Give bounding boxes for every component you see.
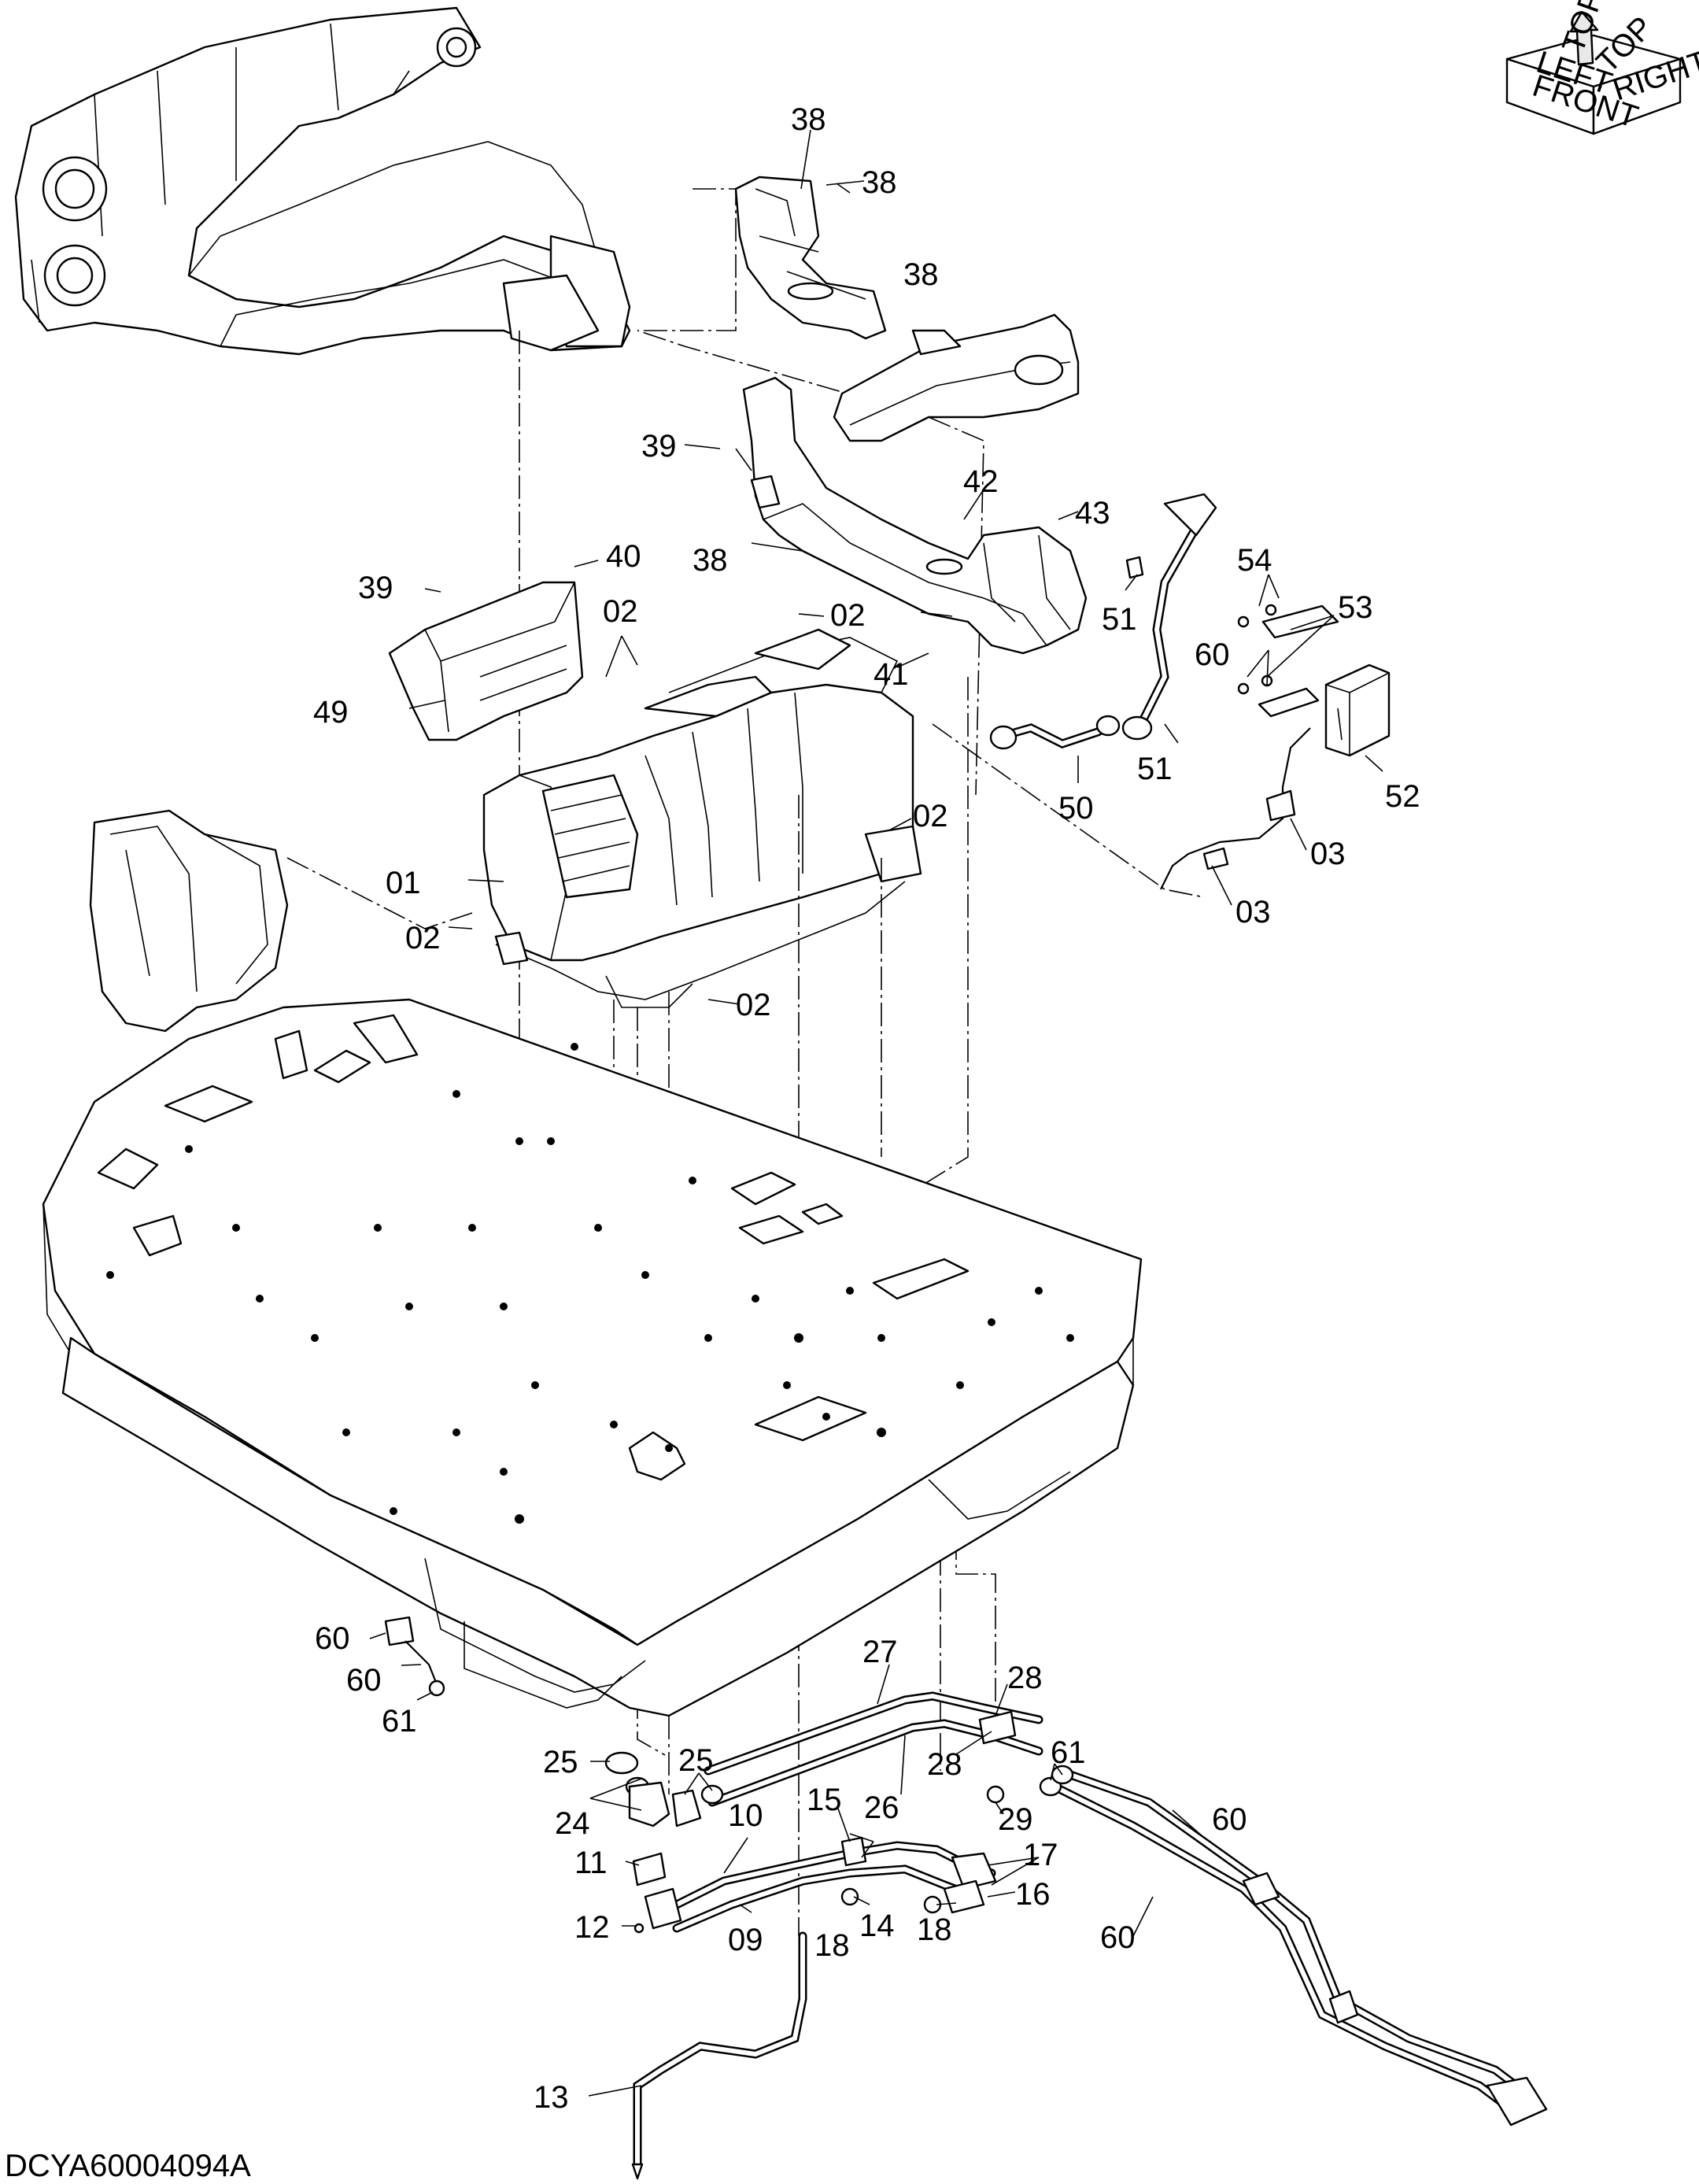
callout-38-c: 39 bbox=[358, 571, 393, 605]
callout-61: 61 bbox=[1051, 1735, 1086, 1770]
hose-part-13 bbox=[631, 1931, 807, 2180]
hose-part-41 bbox=[989, 715, 1121, 750]
callout-02-b: 02 bbox=[830, 598, 866, 633]
hose-part-60 bbox=[1050, 1770, 1548, 2127]
callout-17: 17 bbox=[1023, 1838, 1058, 1872]
callout-13: 13 bbox=[534, 2080, 569, 2115]
callout-38-d: 40 bbox=[606, 539, 641, 574]
callout-01: 01 bbox=[386, 866, 421, 900]
callout-60-b: 60 bbox=[1100, 1920, 1136, 1955]
side-duct-left bbox=[89, 809, 289, 1033]
callout-50: 53 bbox=[1338, 590, 1373, 625]
callout-36: 38 bbox=[903, 257, 939, 292]
heater-unit-01 bbox=[482, 628, 922, 1008]
callout-28-a: 28 bbox=[1007, 1661, 1043, 1695]
callout-12: 12 bbox=[574, 1910, 610, 1945]
callout-26: 26 bbox=[864, 1790, 899, 1825]
clamp-part-28 bbox=[978, 1710, 1017, 1745]
orientation-cube-icon: FRONT LEFT RIGHT TOP TOP bbox=[1505, 0, 1699, 135]
pipe-part-27 bbox=[704, 1691, 1043, 1776]
callout-25-a: 25 bbox=[543, 1745, 578, 1779]
callout-03-a: 03 bbox=[1310, 837, 1346, 871]
callout-43: 51 bbox=[1102, 602, 1137, 637]
cab-duct-frame bbox=[14, 6, 631, 356]
screw-part-51 bbox=[1237, 604, 1277, 695]
callout-41: 50 bbox=[1058, 791, 1094, 826]
callout-02-e: 02 bbox=[736, 988, 771, 1022]
callout-60-a: 60 bbox=[1212, 1802, 1247, 1837]
callout-53: 60 bbox=[346, 1663, 382, 1698]
hose-part-42 bbox=[1121, 493, 1217, 741]
callout-29: 29 bbox=[998, 1802, 1033, 1837]
fittings-lower bbox=[632, 1836, 997, 1934]
callout-38-b: 39 bbox=[641, 429, 677, 464]
callout-51-a: 54 bbox=[1237, 543, 1272, 578]
clip-part-43 bbox=[1125, 556, 1144, 579]
fittings-24-25 bbox=[604, 1751, 724, 1827]
floor-plate bbox=[42, 998, 1143, 1717]
callout-09: 09 bbox=[728, 1923, 763, 1957]
callout-40: 49 bbox=[313, 695, 349, 730]
callout-39-a: 42 bbox=[963, 464, 999, 499]
callout-02-c: 02 bbox=[913, 799, 948, 833]
callout-18-b: 18 bbox=[917, 1912, 952, 1947]
callout-25-b: 25 bbox=[678, 1743, 714, 1778]
callout-02-d: 02 bbox=[405, 921, 441, 955]
callout-15: 15 bbox=[807, 1783, 842, 1817]
controller-part-49 bbox=[1324, 663, 1391, 757]
duct-part-35 bbox=[742, 376, 1088, 655]
callout-03-b: 03 bbox=[1235, 895, 1271, 929]
callout-18-a: 18 bbox=[814, 1928, 850, 1963]
harness-part-03 bbox=[1160, 727, 1311, 890]
drawing-code: DCYA60004094A bbox=[5, 2149, 251, 2183]
pipe-part-26 bbox=[707, 1719, 1043, 1807]
callout-02-a: 02 bbox=[603, 594, 638, 629]
callout-42: 51 bbox=[1137, 752, 1173, 786]
callout-49: 52 bbox=[1385, 779, 1420, 814]
duct-part-40 bbox=[388, 581, 584, 741]
duct-part-37 bbox=[734, 176, 887, 340]
callout-35: 38 bbox=[693, 543, 728, 578]
callout-51-b: 60 bbox=[1195, 637, 1230, 672]
nut-part-29 bbox=[986, 1785, 1005, 1804]
callout-24: 24 bbox=[555, 1806, 590, 1841]
callout-52: 60 bbox=[315, 1621, 350, 1656]
leader-lines bbox=[369, 129, 1383, 2097]
callout-11: 11 bbox=[574, 1846, 608, 1880]
callout-14: 14 bbox=[859, 1909, 895, 1943]
callout-10: 10 bbox=[728, 1798, 763, 1833]
callout-38-e: 41 bbox=[874, 657, 909, 692]
callout-27: 27 bbox=[862, 1635, 898, 1669]
duct-part-36 bbox=[833, 313, 1080, 442]
bracket-parts-52-53-54 bbox=[384, 1616, 445, 1697]
callout-37: 38 bbox=[791, 102, 826, 137]
hose-part-09 bbox=[672, 1864, 981, 1933]
bracket-part-50 bbox=[1258, 604, 1339, 718]
fitting-part-61 bbox=[1039, 1765, 1074, 1797]
callout-28-b: 28 bbox=[927, 1747, 962, 1782]
callout-38-a: 38 bbox=[862, 165, 897, 200]
callout-labels: 38 38 38 39 42 43 38 39 40 02 02 41 49 5… bbox=[313, 102, 1420, 2115]
callout-16: 16 bbox=[1015, 1877, 1051, 1912]
callout-54: 61 bbox=[382, 1704, 417, 1739]
callout-39-b: 43 bbox=[1075, 496, 1110, 530]
floor-holes bbox=[106, 1043, 1074, 1524]
